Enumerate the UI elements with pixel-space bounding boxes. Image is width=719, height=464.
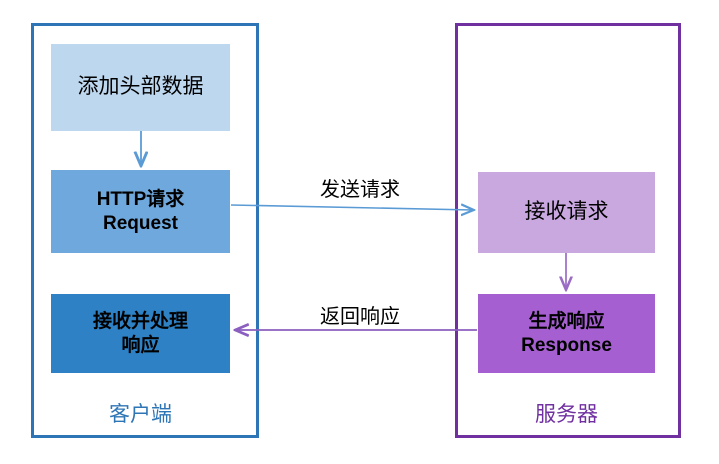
client-panel (31, 23, 259, 438)
edge-label-return-response: 返回响应 (320, 306, 400, 328)
node-receive-process[interactable]: 接收并处理 响应 (51, 294, 230, 373)
node-generate-response[interactable]: 生成响应 Response (478, 294, 655, 373)
server-panel (455, 23, 681, 438)
node-add-header-line-1: 添加头部数据 (77, 75, 204, 99)
node-receive-request[interactable]: 接收请求 (478, 172, 655, 253)
edge-label-send-request: 发送请求 (320, 179, 400, 201)
server-panel-label: 服务器 (535, 403, 598, 426)
node-generate-response-line-1: 生成响应 (528, 310, 605, 332)
node-http-request-line-1: HTTP请求 (96, 188, 185, 210)
node-receive-process-line-2: 响应 (121, 334, 160, 356)
node-receive-request-line-1: 接收请求 (524, 200, 609, 224)
node-generate-response-line-2: Response (521, 334, 612, 356)
edge-send-request (230, 205, 473, 210)
client-panel-label: 客户端 (109, 403, 172, 426)
node-http-request-line-2: Request (103, 212, 178, 234)
node-http-request[interactable]: HTTP请求 Request (51, 170, 230, 253)
node-receive-process-line-1: 接收并处理 (92, 310, 188, 332)
node-add-header[interactable]: 添加头部数据 (51, 44, 230, 131)
